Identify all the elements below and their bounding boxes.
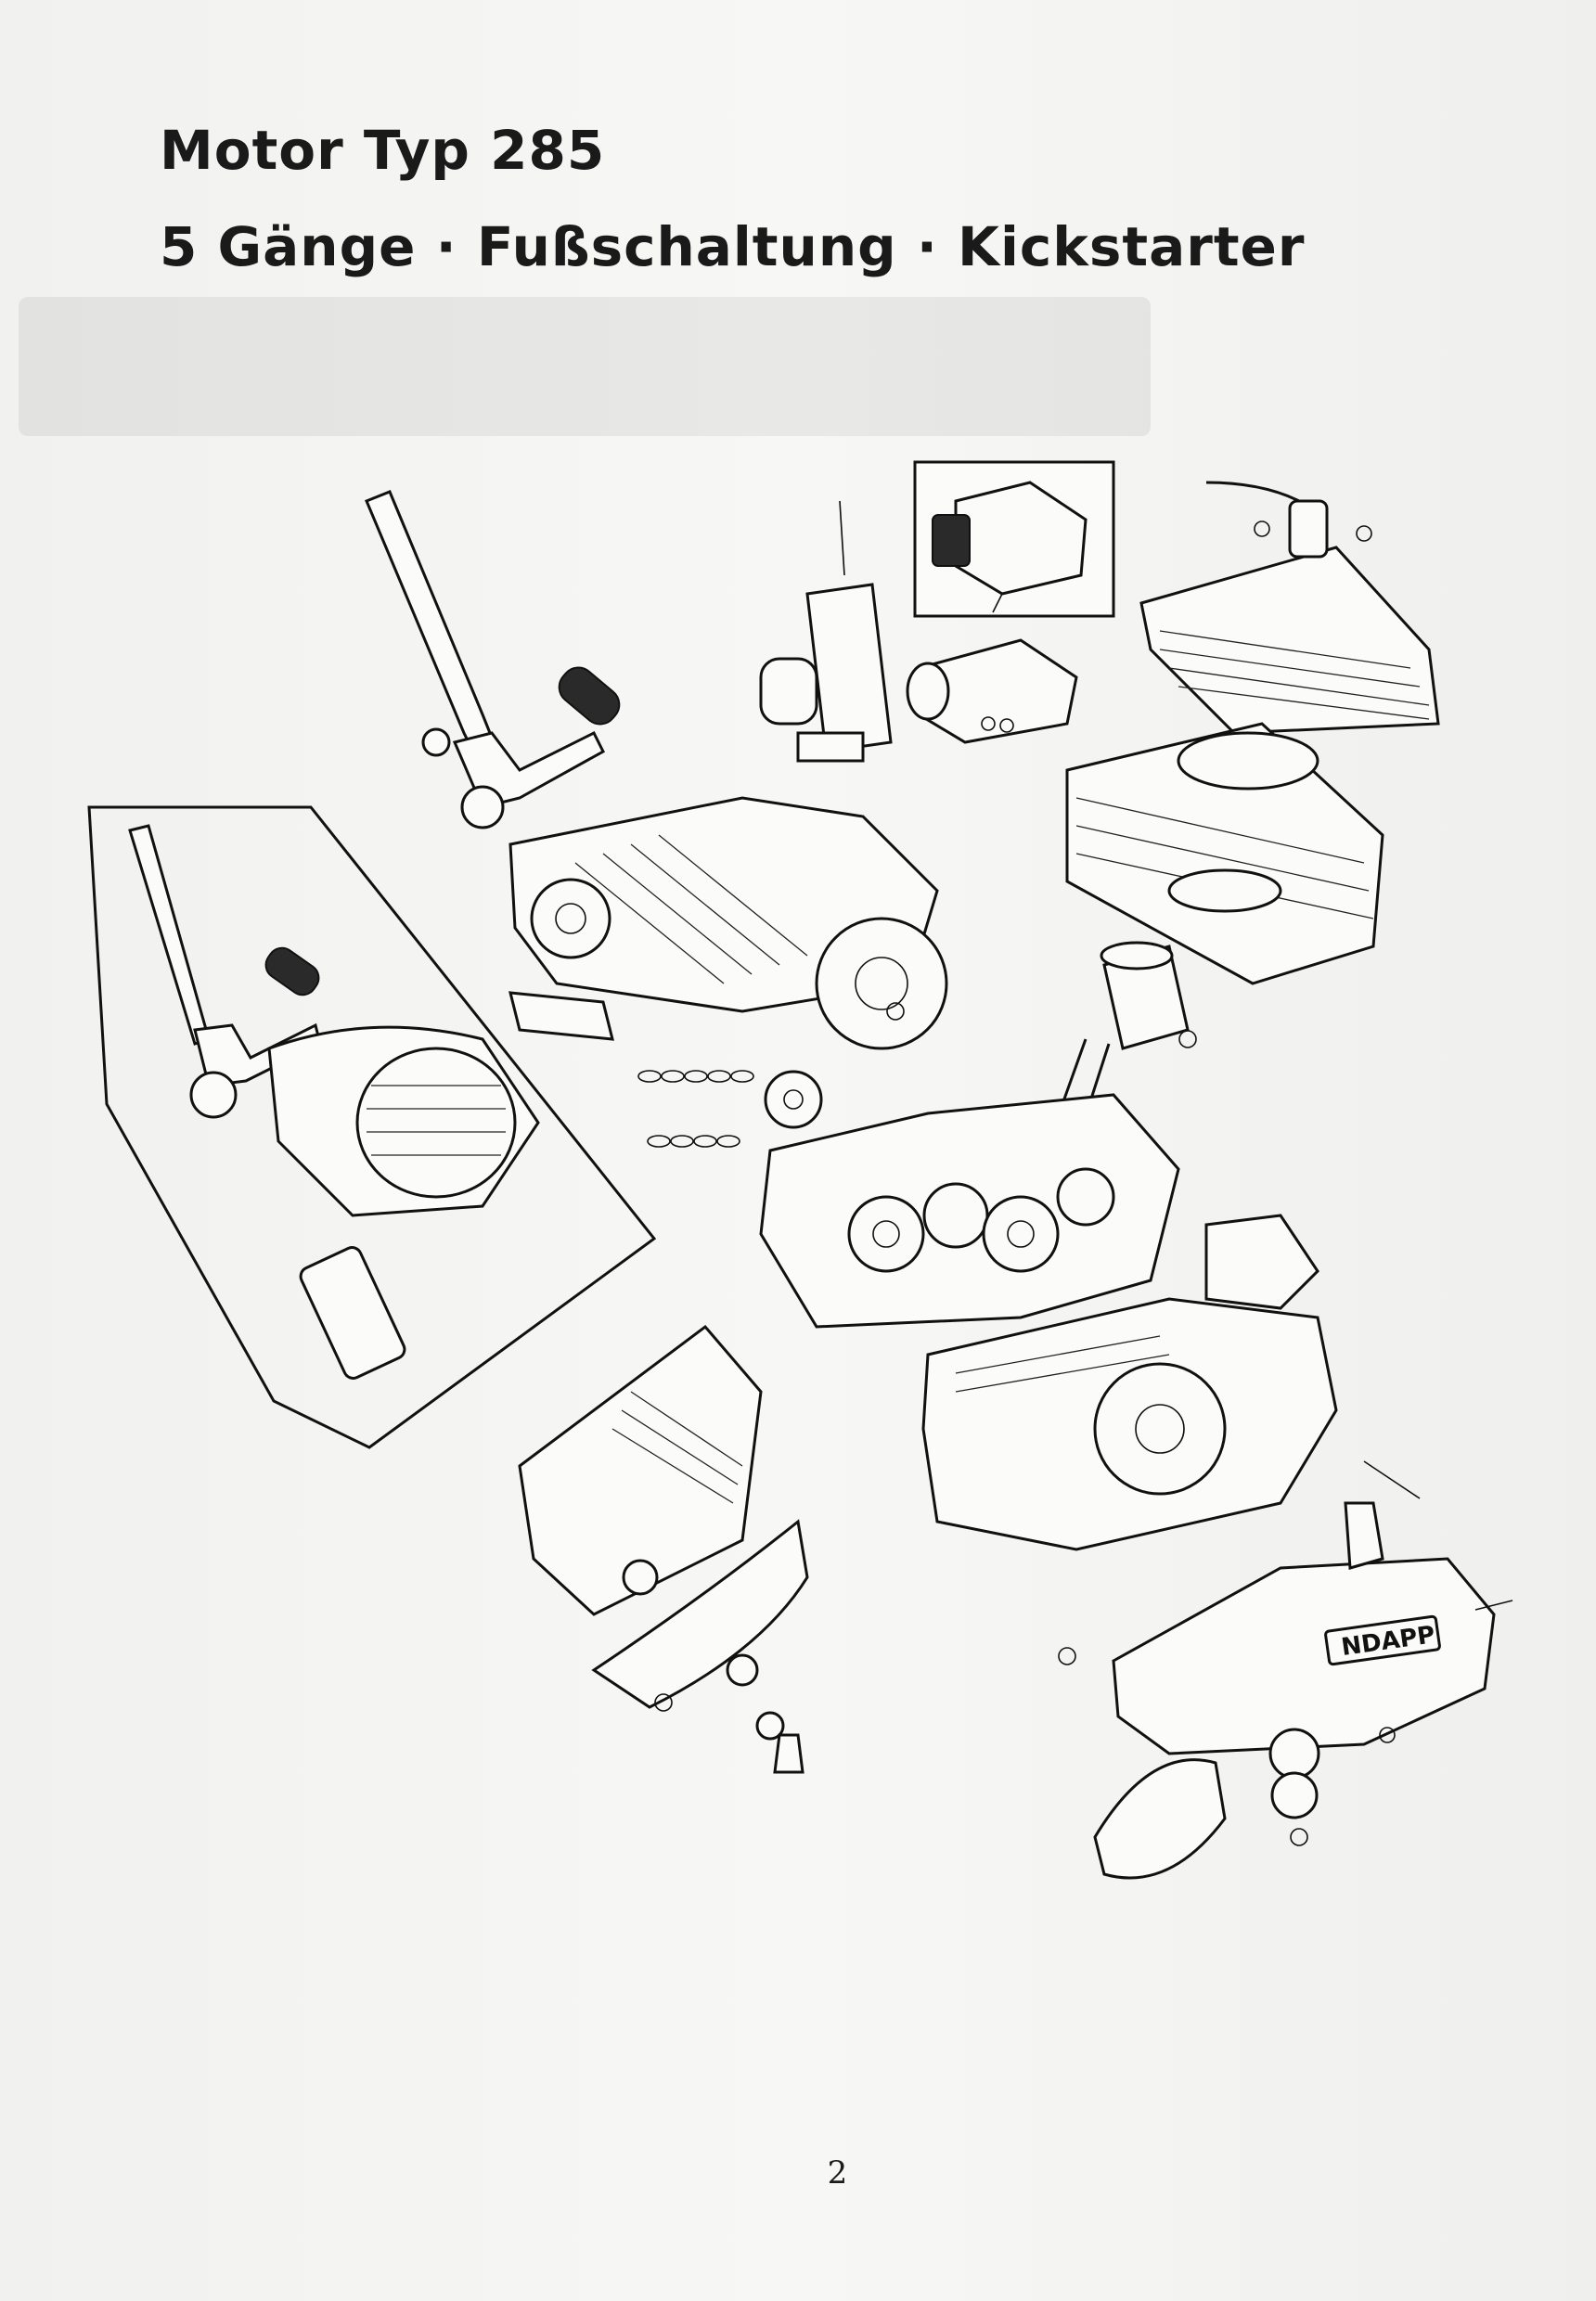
clutch-assembly — [518, 1324, 809, 1774]
bleed-through-logo — [19, 297, 1151, 436]
kickstarter-inset — [87, 805, 657, 1449]
ignition-coil-inset — [913, 460, 1115, 618]
drive-chain — [637, 1070, 823, 1148]
kickstarter-lever — [365, 490, 621, 829]
engine-side-cover: NDAPP — [1112, 1501, 1496, 1780]
cylinder-head — [1139, 481, 1440, 735]
primary-cover — [508, 796, 948, 1050]
sprocket-cover — [1093, 1758, 1319, 1880]
crankcase-main — [921, 1214, 1338, 1551]
cylinder — [1065, 722, 1384, 985]
fasteners — [654, 1002, 1513, 1743]
carburettor — [759, 500, 1078, 763]
page-number: 2 — [827, 2154, 848, 2192]
crankcase-gearbox — [759, 1093, 1180, 1329]
page-title: Motor Typ 285 — [160, 119, 606, 182]
page-subtitle: 5 Gänge · Fußschaltung · Kickstarter — [160, 215, 1306, 278]
